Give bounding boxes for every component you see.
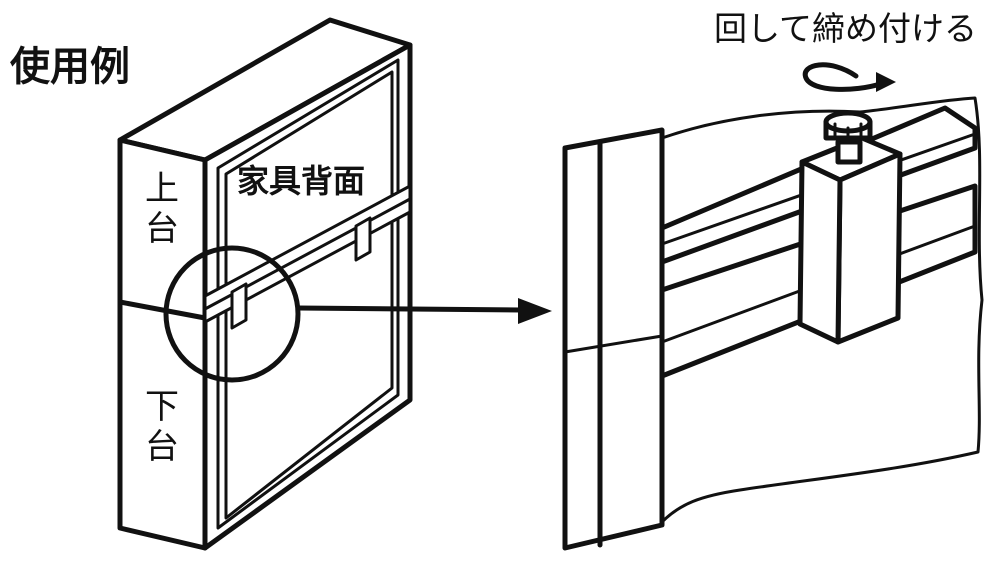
zoomed-detail xyxy=(562,62,984,551)
lower-unit-label-2: 台 xyxy=(145,427,179,467)
lower-unit-label-1: 下 xyxy=(145,387,179,427)
figure-title: 使用例 xyxy=(10,44,130,90)
furniture-stack xyxy=(117,17,413,551)
rotate-arrow-icon xyxy=(802,62,883,92)
furniture-back-label: 家具背面 xyxy=(237,162,365,200)
magnifier-circle xyxy=(163,245,301,383)
tighten-instruction: 回して締め付ける xyxy=(714,9,977,48)
zoom-arrow xyxy=(295,298,552,324)
upper-unit-label-2: 台 xyxy=(145,209,179,249)
upper-unit-label-1: 上 xyxy=(145,169,179,209)
